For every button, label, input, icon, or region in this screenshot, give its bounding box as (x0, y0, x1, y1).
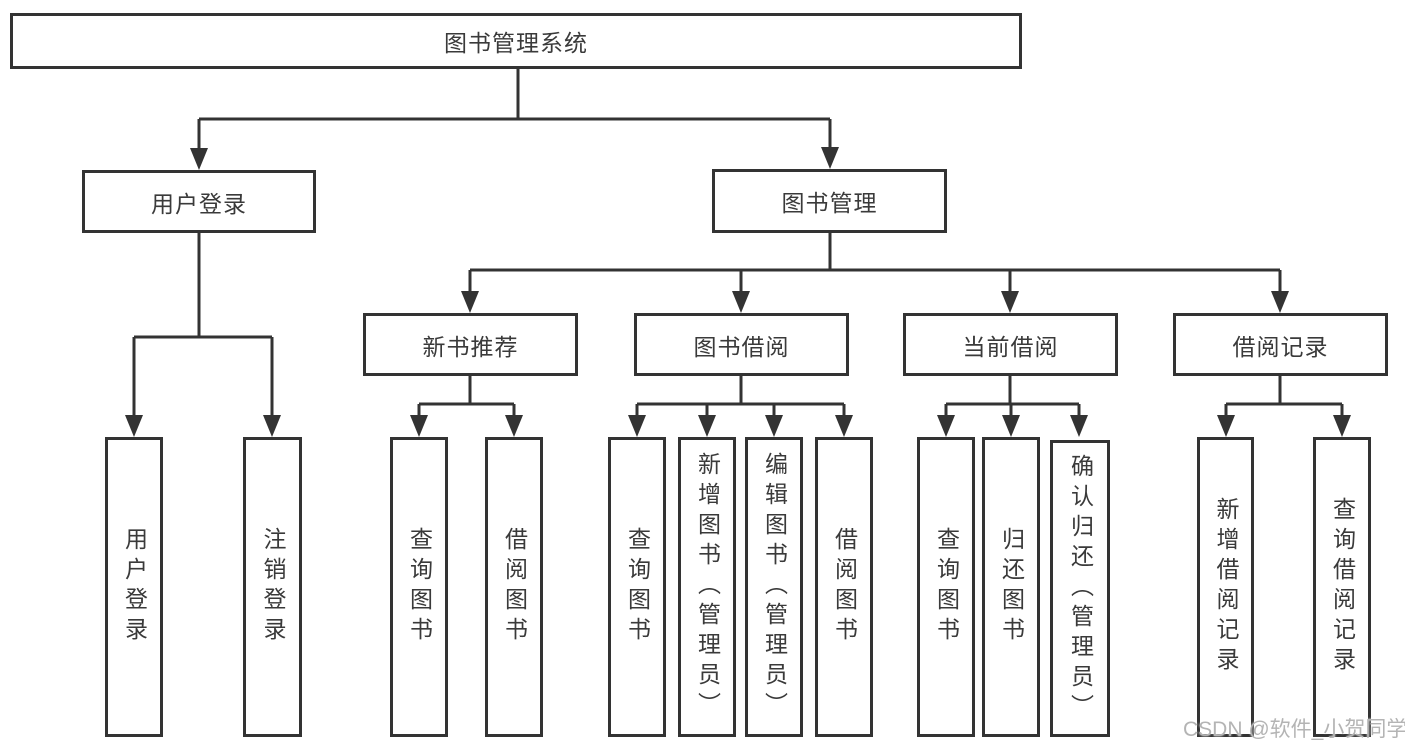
node-leaf-borrow-books: 借阅图书 (815, 437, 873, 737)
node-leaf-logout: 注销登录 (243, 437, 302, 737)
node-leaf-add-borrow-record: 新增借阅记录 (1197, 437, 1254, 737)
node-book-borrow: 图书借阅 (634, 313, 849, 376)
node-leaf-return-books: 归还图书 (982, 437, 1040, 737)
node-leaf-query-books-current: 查询图书 (917, 437, 975, 737)
node-leaf-query-books-borrow: 查询图书 (608, 437, 666, 737)
node-leaf-edit-books-admin: 编辑图书（管理员） (745, 437, 803, 737)
node-root-library-system: 图书管理系统 (10, 13, 1022, 69)
watermark: CSDN @软件_小贺同学 (1183, 718, 1405, 741)
node-leaf-add-books-admin: 新增图书（管理员） (678, 437, 736, 737)
node-new-book-recommend: 新书推荐 (363, 313, 578, 376)
node-borrow-record: 借阅记录 (1173, 313, 1388, 376)
node-user-login-branch: 用户登录 (82, 170, 316, 233)
node-current-borrow: 当前借阅 (903, 313, 1118, 376)
node-leaf-borrow-books-recommend: 借阅图书 (485, 437, 543, 737)
node-leaf-query-books-recommend: 查询图书 (390, 437, 448, 737)
node-leaf-user-login: 用户登录 (105, 437, 163, 737)
node-book-management-branch: 图书管理 (712, 169, 947, 233)
node-leaf-confirm-return-admin: 确认归还（管理员） (1050, 440, 1110, 737)
node-leaf-query-borrow-record: 查询借阅记录 (1313, 437, 1371, 737)
